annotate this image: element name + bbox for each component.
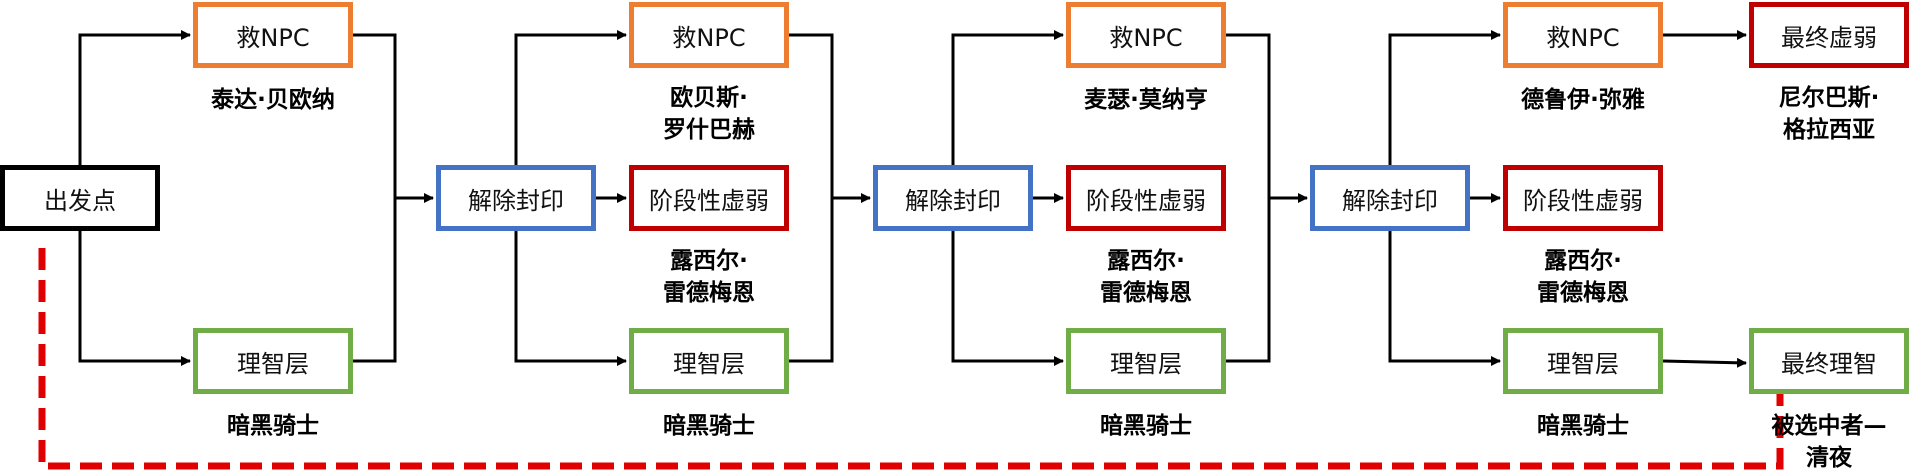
- rescue-npc-caption-4-line-1: 德鲁伊·弥雅: [1521, 87, 1645, 113]
- sanity-caption-1-line-1: 暗黑骑士: [227, 413, 319, 439]
- connector-start-to-rescue: [78, 30, 191, 165]
- phase-weak-caption-1-line-1: 露西尔·: [670, 248, 748, 274]
- phase-weak-box-2: 阶段性虚弱: [1066, 165, 1226, 231]
- phase-weak-label-1: 阶段性虚弱: [649, 186, 769, 215]
- unseal-box-1: 解除封印: [436, 165, 596, 231]
- phase-weak-caption-3-line-2: 雷德梅恩: [1537, 280, 1629, 306]
- unseal-label-3: 解除封印: [1342, 186, 1438, 215]
- unseal-box-2: 解除封印: [873, 165, 1033, 231]
- sanity-caption-3-line-1: 暗黑骑士: [1100, 413, 1192, 439]
- final-weak-label: 最终虚弱: [1781, 23, 1877, 52]
- connector-split-rescue-1: [514, 30, 627, 165]
- connector-start-to-sanity: [78, 231, 191, 366]
- rescue-npc-box-1: 救NPC: [193, 2, 353, 68]
- final-sanity-box: 最终理智: [1749, 328, 1909, 394]
- unseal-box-3: 解除封印: [1310, 165, 1470, 231]
- unseal-label-2: 解除封印: [905, 186, 1001, 215]
- sanity-layer-box-3: 理智层: [1066, 328, 1226, 394]
- connector-to-final-sanity: [1662, 357, 1747, 368]
- phase-weak-label-2: 阶段性虚弱: [1086, 186, 1206, 215]
- rescue-npc-caption-2-line-2: 罗什巴赫: [663, 117, 755, 143]
- final-sanity-label: 最终理智: [1781, 349, 1877, 378]
- final-sanity-caption: 被选中者— 清夜: [1729, 410, 1925, 474]
- sanity-caption-4-line-1: 暗黑骑士: [1537, 413, 1629, 439]
- phase-weak-label-3: 阶段性虚弱: [1523, 186, 1643, 215]
- final-weak-box: 最终虚弱: [1749, 2, 1909, 68]
- rescue-npc-label-1: 救NPC: [236, 23, 310, 52]
- phase-weak-caption-2-line-1: 露西尔·: [1107, 248, 1185, 274]
- connector-split-sanity-2: [951, 231, 1064, 366]
- phase-weak-box-1: 阶段性虚弱: [629, 165, 789, 231]
- rescue-npc-box-2: 救NPC: [629, 2, 789, 68]
- sanity-caption-2-line-1: 暗黑骑士: [663, 413, 755, 439]
- sanity-caption-1: 暗黑骑士: [173, 410, 373, 442]
- final-weak-caption: 尼尔巴斯· 格拉西亚: [1729, 82, 1925, 146]
- connector-split-sanity-3: [1388, 231, 1501, 366]
- sanity-caption-4: 暗黑骑士: [1483, 410, 1683, 442]
- sanity-layer-box-4: 理智层: [1503, 328, 1663, 394]
- rescue-npc-caption-2-line-1: 欧贝斯·: [670, 85, 748, 111]
- rescue-npc-label-2: 救NPC: [672, 23, 746, 52]
- phase-weak-box-3: 阶段性虚弱: [1503, 165, 1663, 231]
- unseal-label-1: 解除封印: [468, 186, 564, 215]
- phase-weak-caption-3: 露西尔· 雷德梅恩: [1483, 245, 1683, 309]
- sanity-layer-box-1: 理智层: [193, 328, 353, 394]
- sanity-caption-2: 暗黑骑士: [609, 410, 809, 442]
- rescue-npc-caption-3: 麦瑟·莫纳亨: [1046, 84, 1246, 116]
- connector-split-rescue-2: [951, 30, 1064, 165]
- sanity-layer-label-3: 理智层: [1110, 349, 1182, 378]
- rescue-npc-label-4: 救NPC: [1546, 23, 1620, 52]
- sanity-layer-label-2: 理智层: [673, 349, 745, 378]
- phase-weak-caption-2: 露西尔· 雷德梅恩: [1046, 245, 1246, 309]
- final-weak-caption-line-1: 尼尔巴斯·: [1778, 85, 1880, 111]
- sanity-layer-box-2: 理智层: [629, 328, 789, 394]
- start-node-label: 出发点: [44, 186, 116, 215]
- phase-weak-caption-1: 露西尔· 雷德梅恩: [609, 245, 809, 309]
- final-sanity-caption-line-2: 清夜: [1806, 445, 1852, 471]
- sanity-caption-3: 暗黑骑士: [1046, 410, 1246, 442]
- rescue-npc-caption-2: 欧贝斯· 罗什巴赫: [609, 82, 809, 146]
- rescue-npc-caption-4: 德鲁伊·弥雅: [1483, 84, 1683, 116]
- phase-weak-caption-2-line-2: 雷德梅恩: [1100, 280, 1192, 306]
- rescue-npc-caption-1-line-1: 泰达·贝欧纳: [211, 87, 335, 113]
- phase-weak-caption-1-line-2: 雷德梅恩: [663, 280, 755, 306]
- rescue-npc-caption-1: 泰达·贝欧纳: [173, 84, 373, 116]
- sanity-layer-label-1: 理智层: [237, 349, 309, 378]
- final-sanity-caption-line-1: 被选中者—: [1771, 413, 1887, 439]
- connector-split-rescue-3: [1388, 30, 1501, 165]
- red-dashed-shortcut-path: [38, 248, 1784, 470]
- sanity-layer-label-4: 理智层: [1547, 349, 1619, 378]
- rescue-npc-box-4: 救NPC: [1503, 2, 1663, 68]
- connector-split-sanity-1: [514, 231, 627, 366]
- rescue-npc-box-3: 救NPC: [1066, 2, 1226, 68]
- rescue-npc-label-3: 救NPC: [1109, 23, 1183, 52]
- rescue-npc-caption-3-line-1: 麦瑟·莫纳亨: [1084, 87, 1208, 113]
- start-node: 出发点: [0, 165, 160, 231]
- phase-weak-caption-3-line-1: 露西尔·: [1544, 248, 1622, 274]
- final-weak-caption-line-2: 格拉西亚: [1783, 117, 1875, 143]
